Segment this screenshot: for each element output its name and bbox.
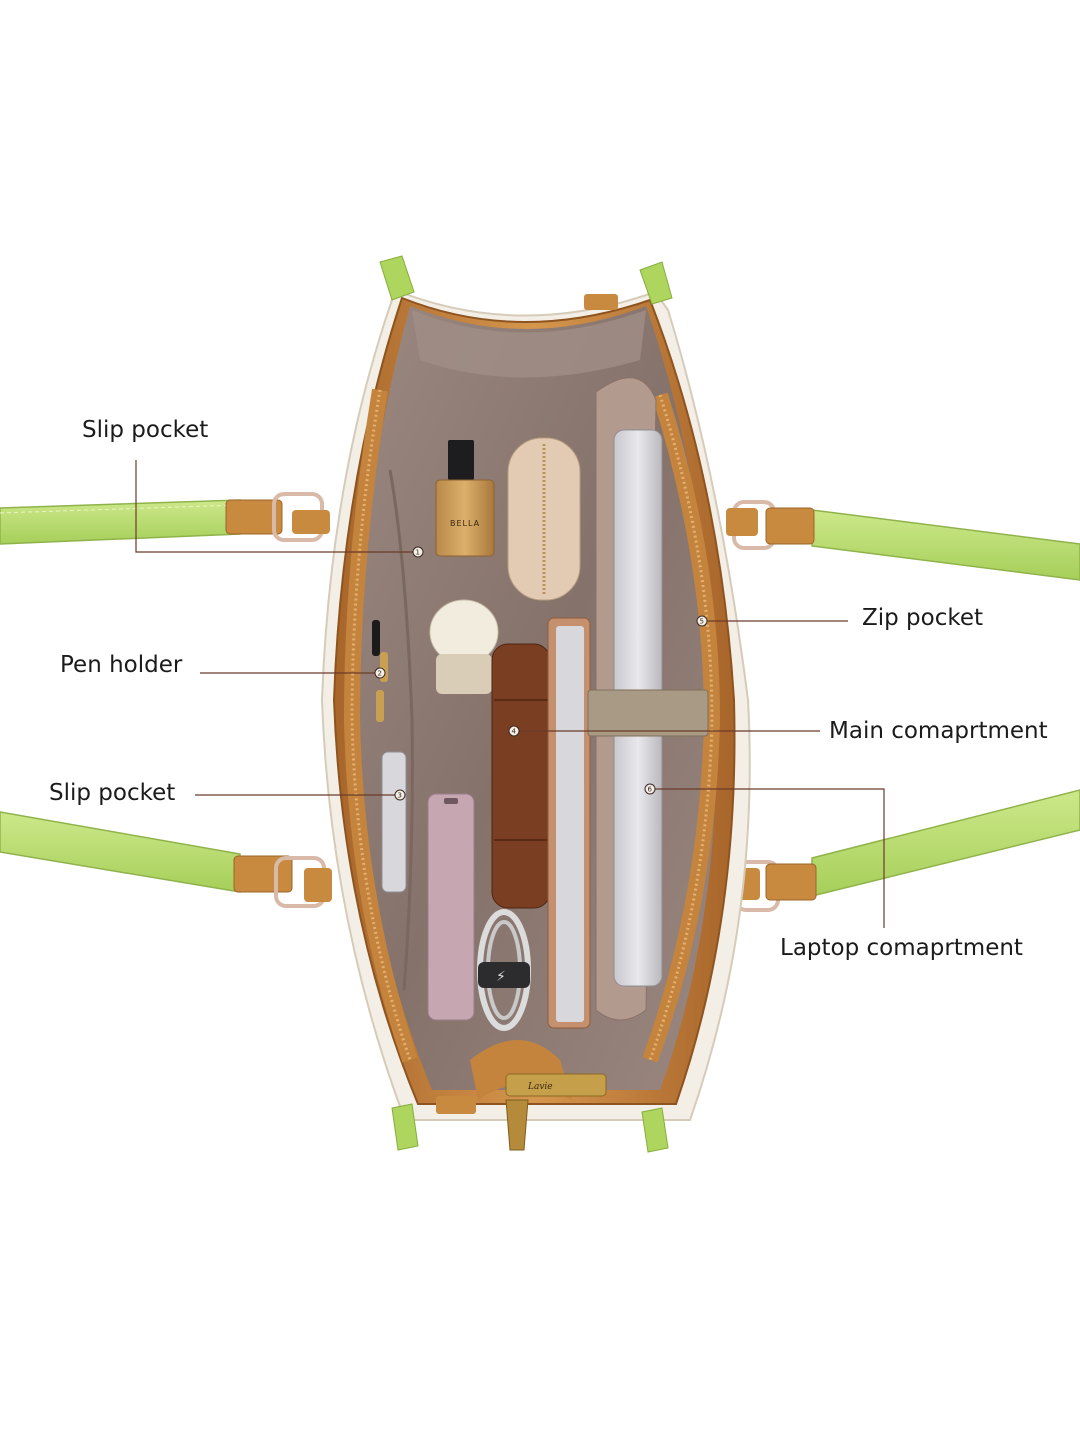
leader-lines bbox=[135, 460, 885, 928]
callout-marker-4: 4 bbox=[508, 725, 520, 737]
leader-line-6 bbox=[652, 788, 885, 928]
elastic-strap bbox=[587, 689, 709, 737]
callout-marker-3: 3 bbox=[394, 789, 406, 801]
svg-text:6: 6 bbox=[648, 786, 653, 794]
svg-text:2: 2 bbox=[378, 670, 382, 678]
corner-caps bbox=[379, 255, 673, 1153]
tablet bbox=[547, 617, 591, 1029]
callout-marker-1: 1 bbox=[412, 546, 424, 558]
lightning-icon: ⚡ bbox=[496, 969, 506, 985]
leather-pen-roll bbox=[491, 643, 551, 909]
brand-logo: Lavie bbox=[527, 1082, 553, 1092]
power-bank bbox=[427, 793, 475, 1021]
callout-markers: 1 2 3 4 5 6 bbox=[374, 546, 708, 801]
zipper-pull: Lavie bbox=[470, 1040, 607, 1151]
svg-text:3: 3 bbox=[398, 792, 402, 800]
label-zip-pocket: Zip pocket bbox=[862, 605, 984, 631]
svg-text:5: 5 bbox=[700, 618, 704, 626]
label-slip-pocket-bottom: Slip pocket bbox=[49, 780, 176, 806]
cream-jar bbox=[429, 599, 499, 694]
label-laptop-compartment: Laptop comaprtment bbox=[780, 935, 1023, 961]
perfume-label: BELLA bbox=[450, 519, 480, 528]
cable: ⚡ bbox=[477, 909, 531, 1031]
svg-text:1: 1 bbox=[416, 549, 420, 557]
phone bbox=[381, 751, 407, 893]
strap-tabs bbox=[225, 492, 817, 912]
callout-marker-6: 6 bbox=[644, 783, 656, 795]
beige-pouch bbox=[507, 437, 581, 601]
perfume-bottle: BELLA bbox=[435, 440, 495, 557]
callout-marker-5: 5 bbox=[696, 615, 708, 627]
label-pen-holder: Pen holder bbox=[60, 652, 183, 678]
svg-text:4: 4 bbox=[512, 728, 517, 736]
handle-straps bbox=[0, 499, 1080, 897]
leader-line-1 bbox=[135, 460, 418, 553]
label-slip-pocket-top: Slip pocket bbox=[82, 417, 209, 443]
label-main-compartment: Main comaprtment bbox=[829, 718, 1048, 744]
callout-marker-2: 2 bbox=[374, 667, 386, 679]
